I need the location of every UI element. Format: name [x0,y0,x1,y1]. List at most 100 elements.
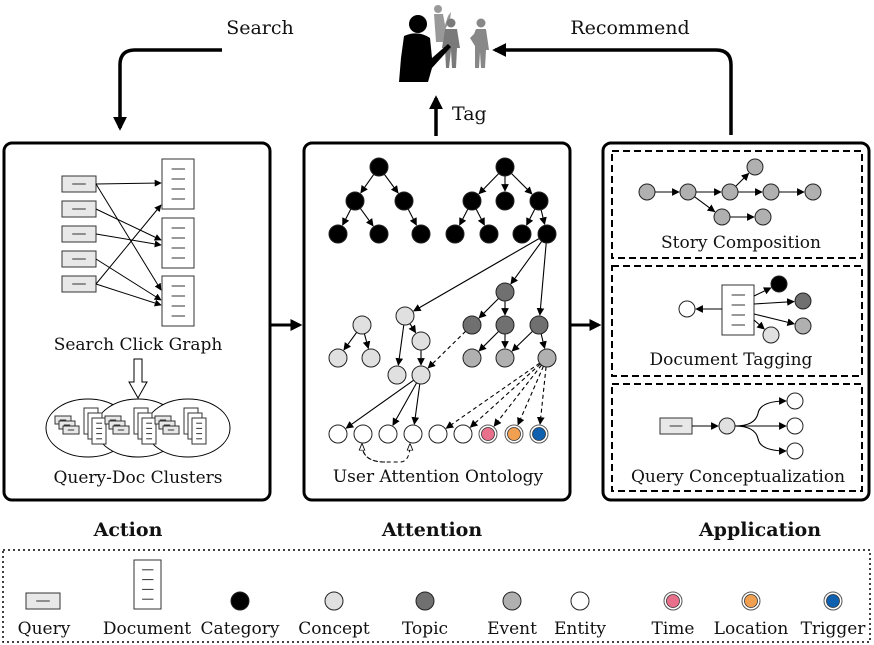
topic-node [415,591,435,611]
edge [493,364,542,427]
edge [343,331,358,351]
category-node [445,224,465,244]
click-edge [95,179,162,187]
action-title: Action [93,519,163,541]
edge [526,208,536,226]
edge [427,330,466,369]
edge [475,208,485,226]
event-node [495,348,515,368]
category-node [369,157,389,177]
edge [360,174,375,194]
edge [395,324,405,366]
recommend-arrow [492,43,733,135]
legend-label: Category [201,619,280,639]
legend-item-location: Location [714,591,788,639]
edge [459,208,469,226]
click-edge [95,258,162,301]
people-icon [399,5,489,82]
click-edge [95,233,162,248]
event-node [462,348,482,368]
hollow-down-arrow [128,358,148,400]
edge [478,330,500,352]
entity-node [786,442,804,460]
edge [392,382,418,426]
edge [345,379,414,429]
concept-node [324,591,344,611]
category-node [529,191,549,211]
document-tagging-label: Document Tagging [650,350,813,370]
legend-item-topic: Topic [402,591,448,639]
query-doc-clusters [45,398,231,458]
edge [478,173,500,195]
event-node [746,158,764,176]
event-node [502,591,522,611]
edge [735,172,750,187]
category-node [411,224,431,244]
event-node [762,183,780,201]
entity-node [786,392,804,410]
edge [412,238,540,312]
search-click-graph-label: Search Click Graph [54,335,223,355]
application-title: Application [698,519,821,541]
legend-box [2,549,871,643]
document-icon [133,559,162,610]
category-node [230,591,250,611]
document-icon [161,275,195,327]
edge [734,397,787,427]
legend-label: Event [487,619,537,639]
event-node [679,183,697,201]
event-node [721,183,739,201]
edge [411,383,421,425]
event-node [713,208,731,226]
edge [694,196,716,213]
entity-node [353,424,373,444]
category-node [462,191,482,211]
category-node [369,224,389,244]
entity-node [403,424,423,444]
legend-label: Query [18,619,71,639]
topic-node [495,282,515,302]
event-node [804,183,822,201]
story-composition-box [611,150,863,259]
edge [510,172,533,195]
entity-node [453,424,473,444]
category-node [328,224,348,244]
application-graphs [638,158,822,460]
concept-node [411,365,431,385]
legend-label: Time [652,619,695,639]
click-edge [95,183,162,291]
edge [753,298,795,306]
story-composition-label: Story Composition [661,233,821,253]
legend-label: Trigger [801,619,867,639]
edge [407,208,417,226]
category-node [512,224,532,244]
legend-item-query: Query [18,592,71,639]
document-tagging-box [611,265,863,377]
topic-node [462,315,482,335]
ontology-label: User Attention Ontology [333,467,544,487]
search-label: Search [226,17,294,39]
ontology-nodes [328,157,557,444]
edge [383,173,399,194]
edge [539,333,547,350]
recommend-label: Recommend [570,17,689,39]
edge [342,208,352,226]
topic-node [495,315,515,335]
query-conceptualization-box [611,383,863,492]
concept-node [352,315,372,335]
concept-node [328,348,348,368]
category-node [345,191,365,211]
category-node [770,275,788,293]
event-node [638,183,656,201]
query-doc-clusters-label: Query-Doc Clusters [53,468,222,488]
entity-node [570,591,590,611]
edge [753,287,772,297]
edge [536,242,547,316]
category-node [495,191,515,211]
ontology-edges [342,172,547,429]
document-icon [721,284,755,336]
click-edge [95,283,162,307]
category-node [495,157,515,177]
